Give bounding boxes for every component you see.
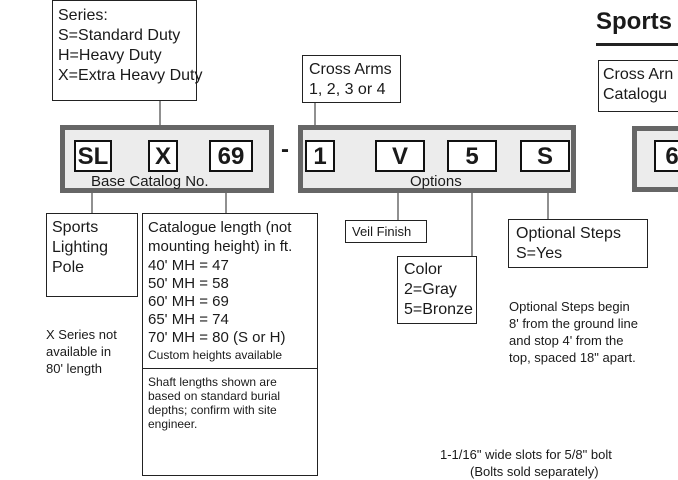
optional-steps-title: Optional Steps — [516, 225, 621, 242]
shaft-note-4: engineer. — [148, 417, 198, 431]
x-series-note-3: 80' length — [46, 361, 102, 376]
x-series-note-1: X Series not — [46, 327, 117, 342]
code-v: V — [375, 140, 425, 172]
series-x: X=Extra Heavy Duty — [58, 67, 203, 84]
mh-65: 65' MH = 74 — [148, 311, 229, 328]
catalog-length-line2: mounting height) in ft. — [148, 238, 293, 255]
color-box: Color 2=Gray 5=Bronze — [397, 256, 477, 324]
slots-note-1: 1-1/16" wide slots for 5/8" bolt — [440, 447, 612, 462]
right-cross-arms-box: Cross Arn Catalogu — [598, 60, 678, 112]
steps-note-1: Optional Steps begin — [509, 299, 630, 314]
shaft-note-3: depths; confirm with site — [148, 403, 277, 417]
catalog-length-line1: Catalogue length (not — [148, 219, 292, 236]
mh-50: 50' MH = 58 — [148, 275, 229, 292]
slots-note-2: (Bolts sold separately) — [470, 464, 599, 479]
base-label: Base Catalog No. — [91, 173, 209, 190]
sports-pole-box: Sports Lighting Pole — [46, 213, 138, 297]
code-1: 1 — [305, 140, 335, 172]
right-code-partial: 6 — [654, 140, 678, 172]
dash: - — [281, 136, 289, 163]
options-label: Options — [410, 173, 462, 190]
mh-60: 60' MH = 69 — [148, 293, 229, 310]
veil-finish-box: Veil Finish — [345, 220, 427, 243]
series-s: S=Standard Duty — [58, 27, 181, 44]
series-h: H=Heavy Duty — [58, 47, 162, 64]
series-title: Series: — [58, 7, 108, 24]
code-s: S — [520, 140, 570, 172]
right-title-underline — [596, 43, 678, 46]
code-69: 69 — [209, 140, 253, 172]
right-box-line2: Catalogu — [603, 86, 668, 103]
code-5: 5 — [447, 140, 497, 172]
catalog-divider — [143, 368, 317, 369]
optional-steps-value: S=Yes — [516, 245, 563, 262]
color-bronze: 5=Bronze — [404, 301, 473, 318]
x-series-note-2: available in — [46, 344, 112, 359]
code-x: X — [148, 140, 178, 172]
right-title: Sports — [596, 8, 673, 35]
color-gray: 2=Gray — [404, 281, 457, 298]
shaft-note-2: based on standard burial — [148, 389, 281, 403]
steps-note-4: top, spaced 18" apart. — [509, 350, 636, 365]
color-title: Color — [404, 261, 443, 278]
steps-note-2: 8' from the ground line — [509, 316, 638, 331]
optional-steps-box: Optional Steps S=Yes — [508, 219, 648, 268]
sports-pole-line2: Lighting — [52, 239, 109, 256]
cross-arms-title: Cross Arms — [309, 61, 392, 78]
sports-pole-line3: Pole — [52, 259, 85, 276]
code-sl: SL — [74, 140, 112, 172]
veil-finish-label: Veil Finish — [352, 224, 412, 239]
mh-70: 70' MH = 80 (S or H) — [148, 329, 286, 346]
shaft-note-1: Shaft lengths shown are — [148, 375, 277, 389]
mh-40: 40' MH = 47 — [148, 257, 229, 274]
cross-arms-values: 1, 2, 3 or 4 — [309, 81, 386, 98]
catalog-length-box: Catalogue length (not mounting height) i… — [142, 213, 318, 476]
sports-pole-line1: Sports — [52, 219, 99, 236]
cross-arms-box: Cross Arms 1, 2, 3 or 4 — [302, 55, 401, 103]
right-box-line1: Cross Arn — [603, 66, 674, 83]
series-box: Series: S=Standard Duty H=Heavy Duty X=E… — [52, 0, 203, 101]
custom-heights: Custom heights available — [148, 348, 283, 362]
steps-note-3: and stop 4' from the — [509, 333, 624, 348]
